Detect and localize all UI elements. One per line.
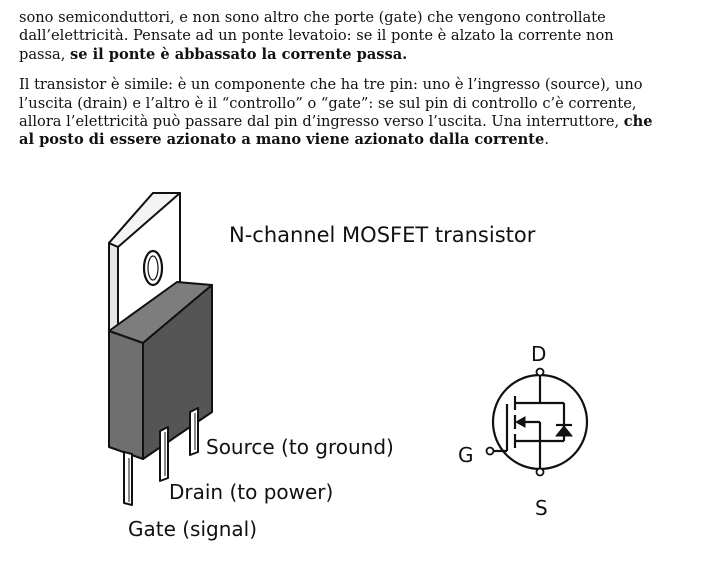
source-symbol-label: S	[535, 496, 548, 520]
mosfet-symbol	[485, 367, 589, 477]
paragraph-2: Il transistor è simile: è un componente …	[19, 76, 709, 150]
gate-symbol-label: G	[458, 443, 474, 467]
drain-label: Drain (to power)	[169, 480, 333, 504]
p2-line-2: l’uscita (drain) e l’altro è il “control…	[19, 94, 637, 112]
p1-line-3: passa,	[19, 45, 70, 63]
p2-end: .	[544, 131, 549, 149]
gate-terminal	[485, 446, 495, 456]
paragraph-1: sono semiconduttori, e non sono altro ch…	[19, 9, 709, 64]
figure-title: N-channel MOSFET transistor	[229, 223, 536, 247]
p1-line-1: sono semiconduttori, e non sono altro ch…	[19, 9, 606, 26]
p2-bold-phrase: al posto di essere azionato a mano viene…	[19, 131, 545, 149]
p1-bold-phrase: se il ponte è abbassato la corrente pass…	[70, 45, 408, 63]
mounting-hole	[142, 249, 164, 287]
p2-bold-start: che	[623, 113, 653, 131]
pin-drain	[159, 426, 169, 482]
transistor-body	[108, 330, 144, 460]
article-text: sono semiconduttori, e non sono altro ch…	[19, 9, 709, 162]
p1-line-2: dall’elettricità. Pensate ad un ponte le…	[19, 27, 614, 45]
source-label: Source (to ground)	[206, 435, 394, 459]
source-terminal	[535, 467, 545, 477]
gate-label: Gate (signal)	[128, 517, 257, 541]
p2-line-3: allora l’elettricità può passare dal pin…	[19, 113, 624, 131]
pin-source	[189, 407, 199, 456]
drain-symbol-label: D	[531, 342, 546, 366]
drain-terminal	[535, 367, 545, 377]
transistor-package	[108, 192, 213, 506]
mosfet-figure: N-channel MOSFET transistor Source (to g…	[108, 192, 589, 541]
pin-gate	[123, 451, 133, 506]
body-diode	[554, 425, 574, 437]
p2-line-1: Il transistor è simile: è un componente …	[19, 76, 643, 94]
